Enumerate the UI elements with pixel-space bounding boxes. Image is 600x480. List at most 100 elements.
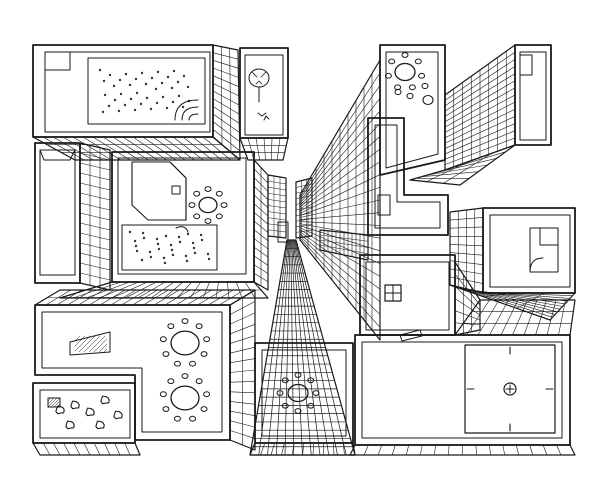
ink-line (299, 212, 381, 220)
ink-line (79, 272, 111, 281)
ink-line (299, 148, 381, 210)
ink-ellipse (408, 84, 416, 91)
texture-dot (156, 70, 160, 74)
texture-dot (113, 98, 117, 102)
ink-ellipse (388, 58, 396, 65)
ink-outline (95, 420, 105, 430)
ink-ellipse (203, 391, 211, 398)
ink-line (271, 137, 273, 161)
ink-rect (32, 382, 136, 444)
ink-line (93, 338, 108, 353)
ink-line (449, 226, 484, 229)
ink-arc (181, 106, 199, 121)
ink-line (83, 442, 91, 456)
ink-rect (261, 349, 347, 437)
ink-rect (239, 47, 289, 139)
ink-sketch (251, 71, 267, 85)
ink-line (47, 397, 55, 405)
ink-line (299, 199, 381, 218)
texture-dot (186, 232, 190, 236)
ink-line (47, 397, 58, 408)
ink-ellipse (204, 186, 212, 192)
texture-dot (177, 235, 181, 239)
ink-line (302, 442, 305, 456)
ink-line (270, 442, 275, 456)
ink-ellipse (162, 351, 170, 357)
texture-dot (162, 256, 166, 260)
ink-line (319, 234, 369, 242)
ink-line (444, 58, 516, 107)
ink-line (260, 442, 266, 456)
ink-rect (111, 151, 255, 283)
texture-dot (98, 68, 102, 72)
texture-dot (145, 96, 149, 100)
ink-line (229, 430, 256, 439)
ink-line (449, 244, 484, 247)
texture-dot (170, 86, 174, 90)
ink-line (212, 113, 240, 133)
ink-line (53, 400, 61, 408)
texture-dot (107, 104, 111, 108)
ink-ellipse (181, 373, 189, 379)
ink-line (295, 189, 313, 194)
ink-line (295, 183, 313, 188)
texture-dot (206, 252, 210, 256)
ink-line (212, 83, 240, 97)
ink-line (276, 137, 281, 161)
texture-dot (139, 102, 143, 106)
texture-dot (144, 82, 148, 86)
ink-rect (34, 142, 81, 284)
texture-dot (170, 248, 174, 252)
ink-line (93, 442, 101, 456)
texture-dot (176, 80, 180, 84)
ink-ellipse (421, 82, 429, 90)
ink-line (449, 252, 484, 256)
ink-outline (34, 304, 231, 441)
texture-dot (154, 87, 158, 91)
ink-line (299, 85, 381, 200)
building-left-side (34, 142, 111, 291)
ink-line (523, 299, 538, 336)
ink-line (253, 238, 269, 250)
ink-line (444, 87, 516, 128)
ink-ellipse (422, 94, 434, 106)
texture-dot (160, 81, 164, 85)
ink-outline (39, 149, 76, 161)
texture-dot (165, 106, 169, 110)
ink-ellipse (170, 330, 200, 356)
ink-rect (354, 334, 571, 446)
ink-line (452, 285, 553, 318)
ink-ellipse (281, 402, 289, 409)
ink-line (391, 444, 396, 456)
ink-line (88, 335, 106, 353)
ink-line (444, 73, 516, 117)
texture-dot (193, 251, 197, 255)
texture-dot (166, 75, 170, 79)
ink-line (79, 232, 111, 241)
ink-line (124, 442, 131, 456)
ink-rect (87, 57, 206, 125)
ink-line (182, 136, 213, 161)
texture-dot (164, 234, 168, 238)
ink-line (79, 172, 111, 181)
ink-line (535, 299, 547, 336)
ink-line (253, 255, 269, 266)
ink-outline (385, 51, 439, 169)
ink-rect (489, 214, 571, 288)
ink-line (212, 75, 239, 87)
ink-outline (319, 229, 369, 261)
ink-line (299, 136, 381, 208)
texture-dot (192, 246, 196, 250)
ink-line (529, 444, 534, 456)
ink-ellipse (198, 196, 218, 214)
ink-ellipse (200, 351, 208, 357)
ink-line (299, 237, 381, 328)
ink-line (299, 72, 381, 198)
ink-ellipse (193, 213, 201, 220)
ink-line (483, 292, 514, 297)
ink-line (516, 292, 545, 309)
ink-outline (539, 227, 559, 246)
ink-line (53, 442, 61, 456)
ink-line (122, 136, 158, 161)
ink-ellipse (167, 378, 175, 385)
